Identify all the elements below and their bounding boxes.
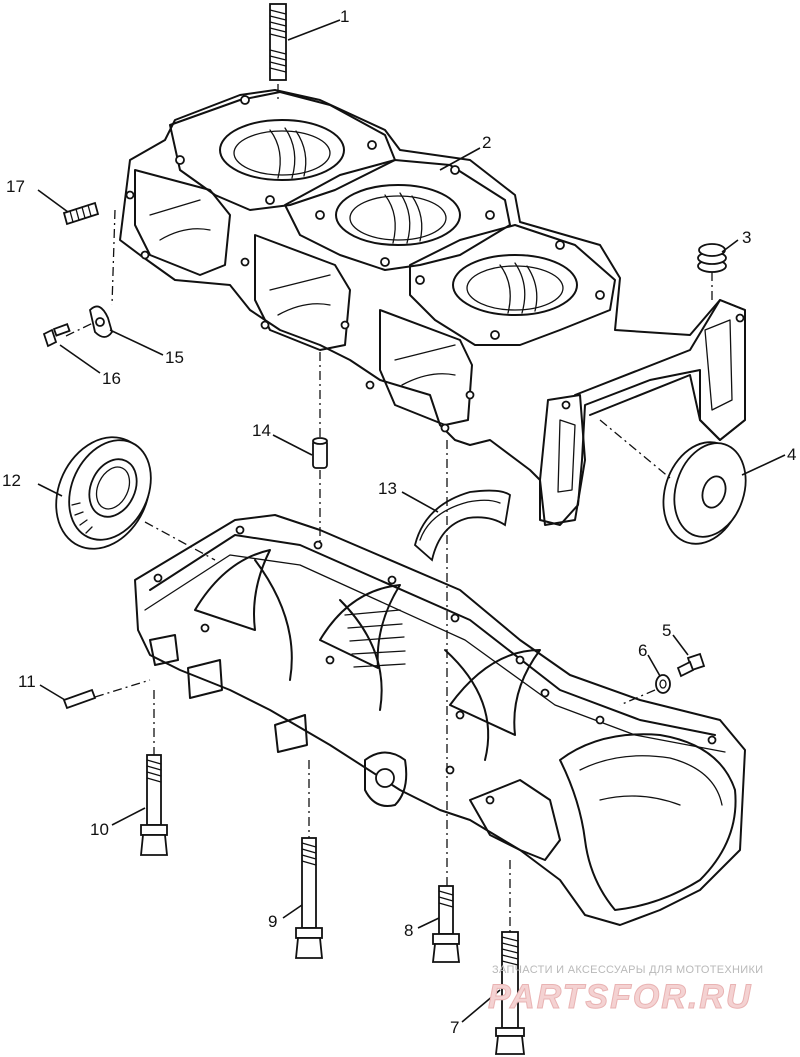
grommet-part-3 <box>697 243 727 273</box>
callout-12: 12 <box>2 471 21 490</box>
callout-16: 16 <box>102 369 121 388</box>
callout-7: 7 <box>450 1018 459 1037</box>
bolt-part-9 <box>295 837 323 959</box>
callout-2: 2 <box>482 133 491 152</box>
assembly-center-lines <box>65 84 713 932</box>
callout-11: 11 <box>18 672 36 691</box>
callout-6: 6 <box>638 641 647 660</box>
dowel-part-14 <box>312 437 328 469</box>
watermark: ЗАПЧАСТИ И АКСЕССУАРЫ ДЛЯ МОТОТЕХНИКИ PA… <box>488 964 764 1017</box>
callout-1: 1 <box>340 7 349 26</box>
callout-14: 14 <box>252 421 271 440</box>
callout-8: 8 <box>404 921 413 940</box>
callout-17: 17 <box>6 177 25 196</box>
callout-4: 4 <box>787 445 796 464</box>
callout-9: 9 <box>268 912 277 931</box>
bearing-shell-part-13 <box>413 489 511 562</box>
callout-labels: 1 2 3 4 5 6 7 8 9 10 11 12 13 14 15 16 1… <box>2 7 796 1037</box>
washer-part-6 <box>655 674 671 694</box>
lower-crankcase-drawing <box>134 514 746 926</box>
plug-part-17 <box>62 201 100 226</box>
callout-13: 13 <box>378 479 397 498</box>
callout-leaders <box>37 19 786 1023</box>
callout-15: 15 <box>165 348 184 367</box>
upper-case-bolt-holes <box>125 95 745 433</box>
pin-part-11 <box>62 688 97 710</box>
bolt-part-5 <box>676 652 706 678</box>
stud-part-1 <box>269 3 287 81</box>
screw-part-16 <box>42 323 71 348</box>
callout-10: 10 <box>90 820 109 839</box>
seal-part-12 <box>55 436 152 550</box>
callout-5: 5 <box>662 621 671 640</box>
bracket-part-15 <box>89 305 113 338</box>
bolt-part-7 <box>494 931 526 1055</box>
bolt-part-8 <box>431 885 461 963</box>
upper-crankcase-drawing <box>119 89 746 526</box>
seal-part-4 <box>662 441 747 545</box>
bolt-part-10 <box>140 754 168 856</box>
watermark-tagline: ЗАПЧАСТИ И АКСЕССУАРЫ ДЛЯ МОТОТЕХНИКИ <box>492 964 763 976</box>
lower-case-bolt-holes <box>153 525 717 805</box>
callout-3: 3 <box>742 228 751 247</box>
watermark-brand: PARTSFOR.RU <box>488 978 752 1016</box>
